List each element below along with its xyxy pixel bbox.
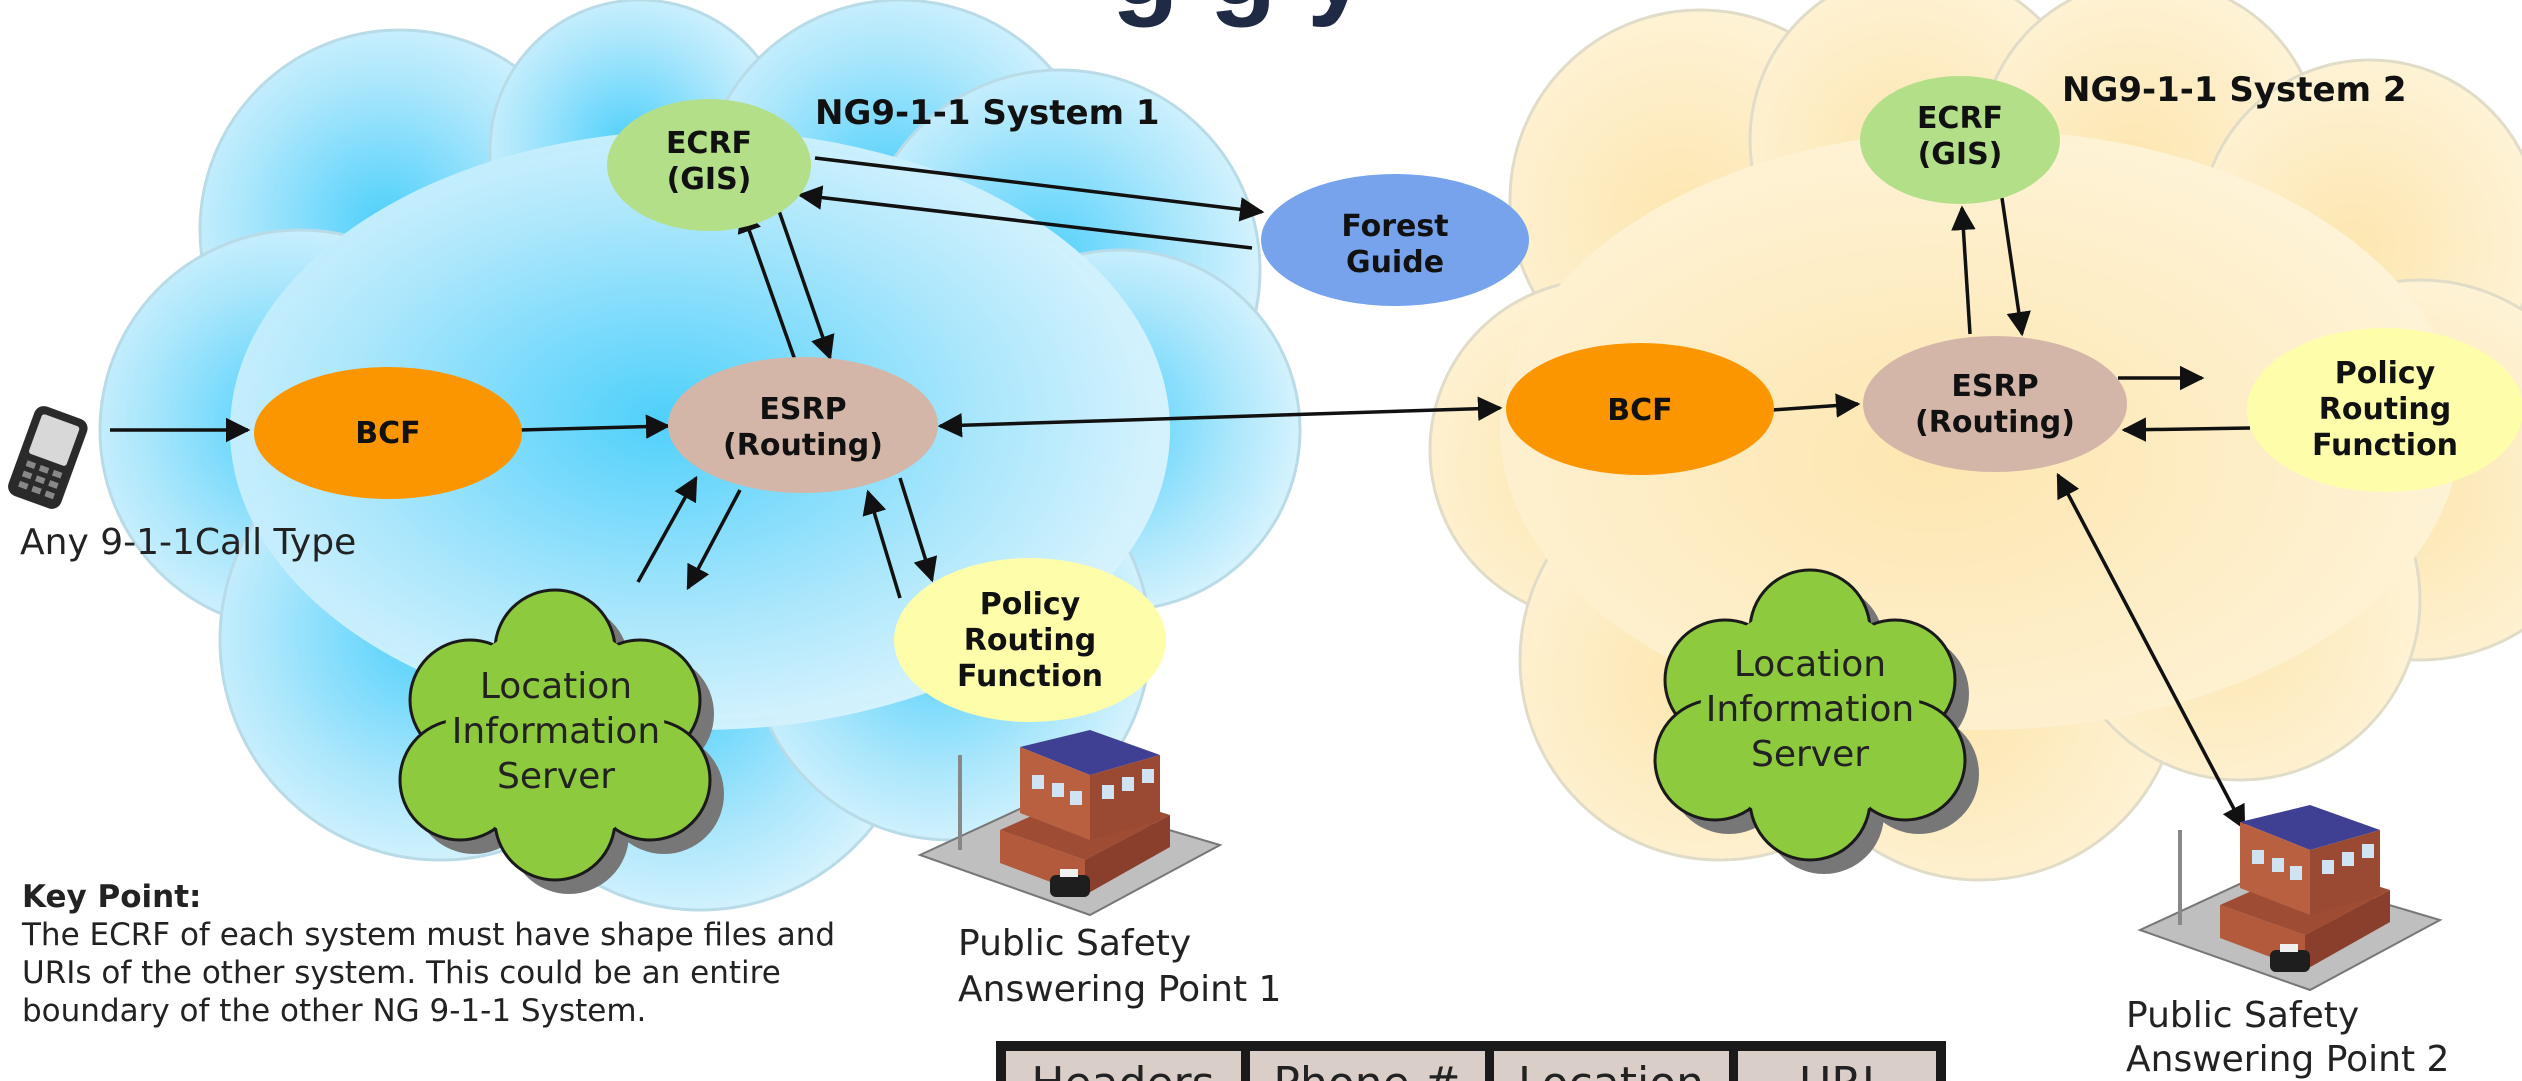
svg-text:Function: Function <box>2312 428 2458 463</box>
svg-text:(Routing): (Routing) <box>723 428 883 463</box>
node-prf1: Policy Routing Function <box>894 558 1166 722</box>
node-ecrf1: ECRF (GIS) <box>607 99 811 231</box>
svg-text:BCF: BCF <box>1607 393 1672 428</box>
table-header-cell: Headers <box>1031 1058 1214 1081</box>
arrow-prf1-to-esrp1 <box>862 489 902 599</box>
cell-phone-icon <box>8 406 88 509</box>
table-header-cell: URI <box>1799 1058 1875 1081</box>
svg-text:Forest: Forest <box>1341 209 1448 244</box>
police-building-icon <box>917 730 1223 917</box>
page-title-fragment: g g y <box>1112 0 1369 28</box>
node-bcf2: BCF <box>1506 343 1774 475</box>
arrow-ecrf1-to-forest <box>814 156 1265 222</box>
data-table-header: Headers Phone # Location URI <box>996 1041 1946 1081</box>
node-bcf1: BCF <box>254 367 522 499</box>
svg-text:(GIS): (GIS) <box>667 162 752 197</box>
key-point: Key Point: The ECRF of each system must … <box>22 878 862 1030</box>
psap2-label-line2: Answering Point 2 <box>2126 1039 2449 1080</box>
psap1-label-line1: Public Safety <box>958 923 1191 964</box>
svg-text:Information: Information <box>1706 689 1914 730</box>
svg-text:Information: Information <box>452 711 660 752</box>
arrow-esrp2-psap2 <box>2056 472 2246 831</box>
system1-label: NG9-1-1 System 1 <box>815 93 1160 133</box>
svg-text:Policy: Policy <box>2335 356 2436 391</box>
key-point-text: The ECRF of each system must have shape … <box>22 917 836 1029</box>
svg-text:Policy: Policy <box>980 587 1081 622</box>
police-building-icon <box>2137 805 2443 992</box>
psap1-label-line2: Answering Point 1 <box>958 969 1281 1010</box>
arrow-prf2-to-esrp2 <box>2121 417 2251 442</box>
arrow-bcf2-to-esrp2 <box>1771 393 1861 418</box>
arrow-esrp1-to-ecrf1 <box>737 207 797 361</box>
svg-text:Server: Server <box>1751 734 1869 775</box>
svg-text:Function: Function <box>957 659 1103 694</box>
node-lis1: Location Information Server <box>398 588 724 894</box>
arrow-forest-to-ecrf1 <box>797 185 1253 250</box>
svg-text:BCF: BCF <box>355 416 420 451</box>
svg-text:ECRF: ECRF <box>666 126 752 161</box>
arrow-lis1-to-esrp1 <box>636 475 698 583</box>
arrow-bcf1-to-esrp1 <box>519 414 671 439</box>
arrow-esrp2-to-ecrf2 <box>1951 205 1976 335</box>
key-point-heading: Key Point: <box>22 879 202 915</box>
svg-text:Location: Location <box>1734 644 1886 685</box>
arrow-esrp1-to-prf1 <box>898 477 938 583</box>
node-ecrf2: ECRF (GIS) <box>1860 76 2060 204</box>
node-prf2: Policy Routing Function <box>2247 328 2522 492</box>
arrow-ecrf2-to-esrp2 <box>2000 197 2031 337</box>
svg-text:(Routing): (Routing) <box>1915 405 2075 440</box>
svg-text:ESRP: ESRP <box>759 392 846 427</box>
table-header-cell: Phone # <box>1273 1058 1460 1081</box>
arrow-ecrf1-to-esrp1 <box>776 207 835 361</box>
caller-label: Any 9-1-1Call Type <box>20 522 356 563</box>
svg-text:Guide: Guide <box>1346 245 1444 280</box>
svg-text:(GIS): (GIS) <box>1918 137 2003 172</box>
psap2-label-line1: Public Safety <box>2126 995 2359 1036</box>
svg-text:Server: Server <box>497 756 615 797</box>
svg-text:Routing: Routing <box>964 623 1097 658</box>
connectors <box>110 156 2251 831</box>
system2-label: NG9-1-1 System 2 <box>2062 70 2407 110</box>
node-esrp1: ESRP (Routing) <box>668 357 938 493</box>
table-header-cell: Location <box>1518 1058 1704 1081</box>
arrow-esrp1-to-lis1 <box>686 489 742 591</box>
node-forest-guide: Forest Guide <box>1261 174 1529 306</box>
node-lis2: Location Information Server <box>1653 568 1979 874</box>
svg-text:ECRF: ECRF <box>1917 101 2003 136</box>
svg-text:ESRP: ESRP <box>1951 369 2038 404</box>
svg-text:Routing: Routing <box>2319 392 2452 427</box>
svg-text:Location: Location <box>480 666 632 707</box>
node-esrp2: ESRP (Routing) <box>1863 336 2127 472</box>
arrow-esrp1-bcf2 <box>937 396 1503 438</box>
